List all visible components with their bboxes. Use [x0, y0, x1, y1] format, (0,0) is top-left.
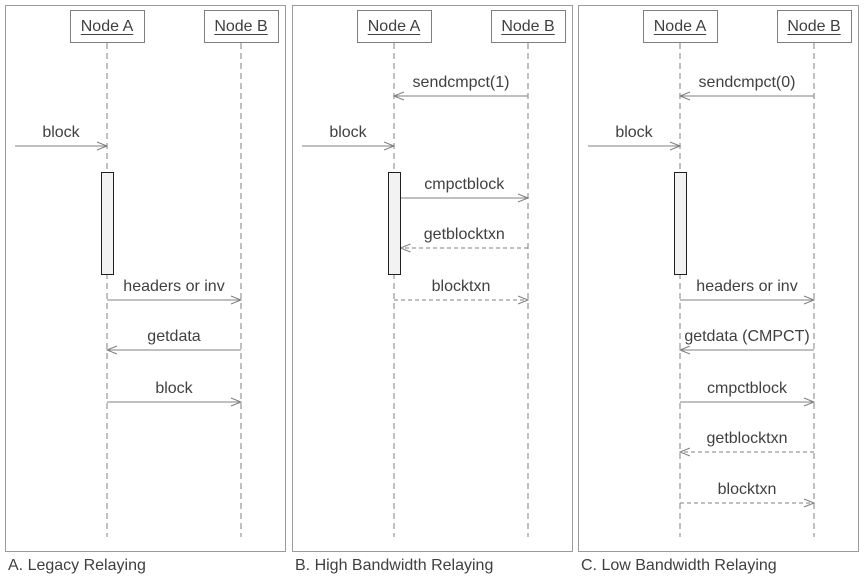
node-box: Node B: [776, 10, 852, 43]
diagram-layer: [302, 43, 530, 537]
message-arrowhead-icon: [399, 243, 411, 253]
node-box: Node A: [356, 10, 432, 43]
caption-high-bandwidth-relaying: B. High Bandwidth Relaying: [295, 557, 494, 574]
message-arrowhead-icon: [803, 397, 816, 407]
message-label: getdata: [145, 328, 203, 346]
message-label: blocktxn: [715, 481, 779, 499]
message-label: getblocktxn: [421, 226, 507, 244]
message-label: cmpctblock: [704, 380, 790, 398]
message-arrowhead-icon: [517, 295, 530, 305]
message-arrowhead-icon: [678, 91, 691, 101]
node-box: Node B: [203, 10, 279, 43]
message-arrowhead-icon: [803, 295, 816, 305]
message-arrowhead-icon: [669, 141, 682, 151]
message-label: sendcmpct(0): [696, 74, 798, 92]
activation-bar: [673, 172, 687, 275]
diagram-layer: [15, 43, 243, 537]
node-label: Node B: [214, 17, 268, 35]
node-label: Node A: [80, 17, 134, 35]
message-label: block: [40, 124, 82, 142]
message-arrowhead-icon: [803, 498, 816, 508]
message-label: block: [613, 124, 655, 142]
message-label: sendcmpct(1): [410, 74, 512, 92]
message-arrowhead-icon: [678, 447, 691, 457]
node-label: Node A: [653, 17, 707, 35]
message-arrowhead-icon: [96, 141, 109, 151]
panel-legacy-relaying: block headers or inv getdata block Node A Nod…: [5, 5, 286, 552]
message-label: headers or inv: [694, 278, 800, 296]
node-box: Node B: [490, 10, 566, 43]
node-box: Node A: [642, 10, 718, 43]
panel-high-bandwidth-relaying: sendcmpct(1) block cmpctblock getblocktxn bl…: [292, 5, 573, 552]
node-box: Node A: [69, 10, 145, 43]
message-arrowhead-icon: [230, 397, 243, 407]
caption-low-bandwidth-relaying: C. Low Bandwidth Relaying: [581, 557, 777, 574]
message-arrowhead-icon: [517, 193, 530, 203]
caption-legacy-relaying: A. Legacy Relaying: [8, 557, 146, 574]
activation-bar: [100, 172, 114, 275]
node-label: Node B: [787, 17, 841, 35]
message-label: blocktxn: [429, 278, 493, 296]
message-label: getblocktxn: [704, 430, 790, 448]
diagram-layer: [588, 43, 816, 537]
message-arrowhead-icon: [105, 345, 118, 355]
message-label: block: [153, 380, 195, 398]
message-arrowhead-icon: [392, 91, 405, 101]
message-label: block: [327, 124, 369, 142]
message-label: headers or inv: [121, 278, 227, 296]
message-label: cmpctblock: [422, 176, 507, 194]
panel-low-bandwidth-relaying: sendcmpct(0) block headers or inv getdata (…: [578, 5, 859, 552]
message-arrowhead-icon: [230, 295, 243, 305]
node-label: Node B: [501, 17, 555, 35]
message-arrowhead-icon: [383, 141, 396, 151]
message-arrowhead-icon: [678, 345, 691, 355]
message-label: getdata (CMPCT): [682, 328, 812, 346]
node-label: Node A: [367, 17, 421, 35]
activation-bar: [387, 172, 401, 275]
